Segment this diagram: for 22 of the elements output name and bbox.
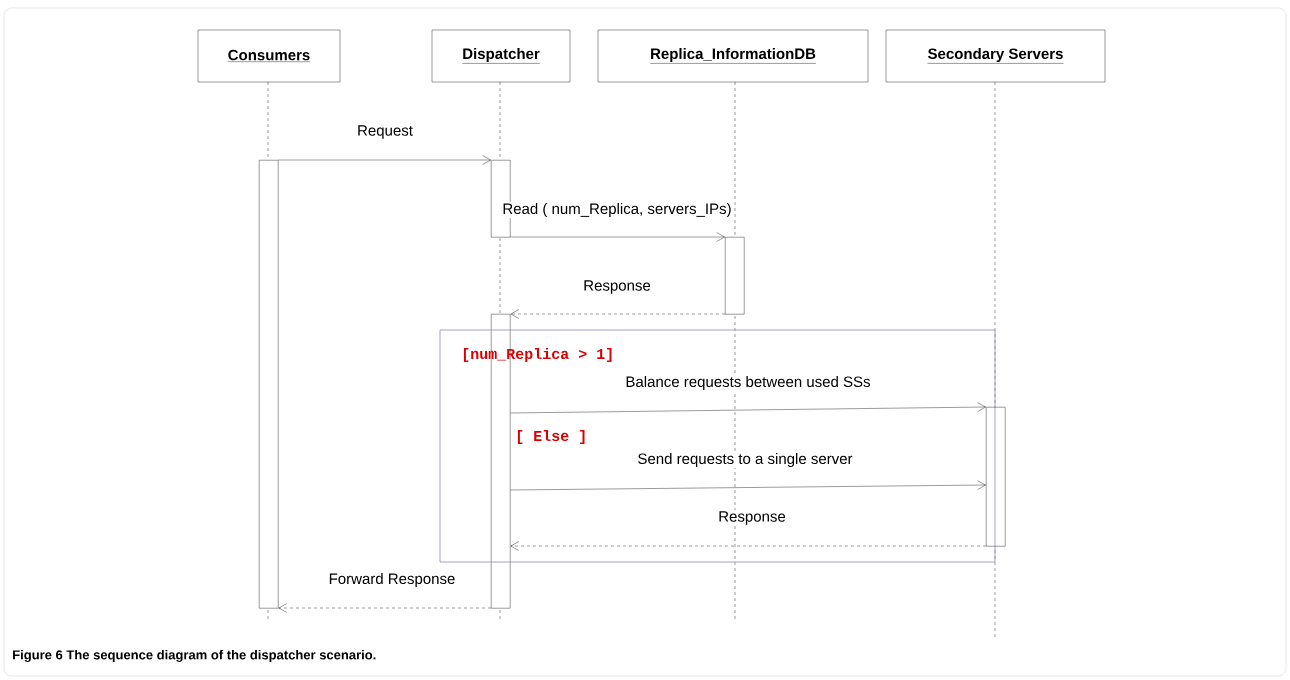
lifeline-header: Dispatcher bbox=[431, 29, 571, 83]
lifeline-header: Replica_InformationDB bbox=[597, 29, 869, 83]
message-label: Request bbox=[356, 124, 414, 140]
activation-bar bbox=[259, 160, 279, 609]
message-label: Send requests to a single server bbox=[636, 452, 854, 468]
figure-caption: Figure 6 The sequence diagram of the dispatcher scenario. bbox=[13, 649, 376, 663]
message-label: Response bbox=[582, 279, 652, 295]
message-label: Balance requests between used SSs bbox=[624, 375, 872, 391]
message-arrow bbox=[278, 603, 492, 613]
message-label: Forward Response bbox=[327, 572, 457, 588]
message-arrow bbox=[510, 541, 987, 551]
lifeline-header: Secondary Servers bbox=[885, 29, 1106, 83]
lifeline-header: Consumers bbox=[197, 29, 341, 83]
message-label: Response bbox=[717, 510, 787, 526]
message-arrow bbox=[510, 480, 986, 491]
message-arrow bbox=[510, 232, 725, 242]
activation-bar bbox=[725, 237, 745, 315]
message-arrow bbox=[510, 309, 726, 319]
message-arrow bbox=[510, 402, 986, 414]
guard-condition: [num_Replica > 1] bbox=[463, 348, 612, 362]
activation-bar bbox=[986, 407, 1006, 547]
message-arrow bbox=[278, 155, 491, 165]
